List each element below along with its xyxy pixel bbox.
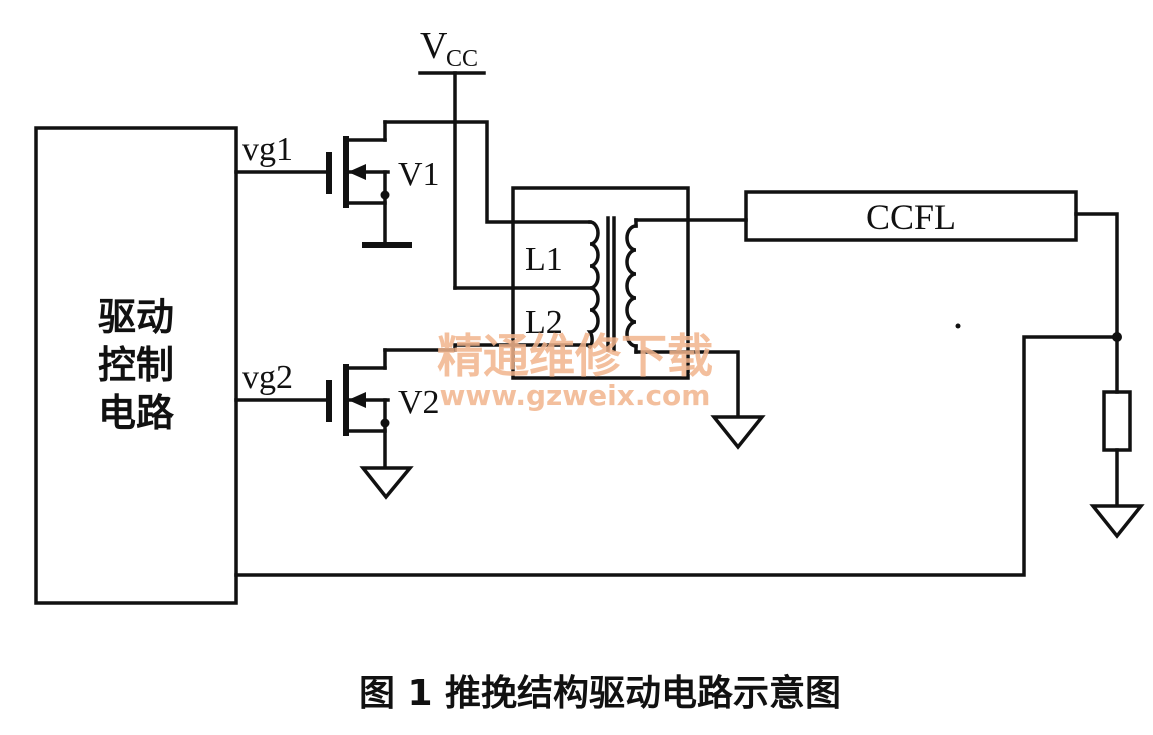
- ground-symbol-resistor: [1089, 504, 1145, 539]
- ground-symbol-v2: [359, 466, 414, 500]
- secondary-winding: [625, 224, 638, 348]
- sense-resistor: [1102, 390, 1132, 452]
- watermark-cn: 精通维修下载: [437, 329, 713, 383]
- watermark-url: www.gzweix.com: [440, 379, 711, 412]
- drive-control-block: [34, 126, 238, 605]
- ccfl-lamp: [744, 190, 1078, 242]
- figure-caption: 图 1 推挽结构驱动电路示意图: [359, 673, 841, 714]
- v1-drain-wire: [383, 120, 592, 224]
- mosfet-v2: [326, 348, 390, 468]
- stray-dot: [955, 323, 961, 329]
- v1-label: V1: [398, 156, 440, 193]
- feedback-wire: [234, 335, 1119, 577]
- l1-label: L1: [525, 241, 563, 278]
- vg2-label: vg2: [242, 359, 293, 396]
- control-label-line2: 控制: [98, 343, 174, 387]
- ground-symbol-transformer: [710, 415, 766, 450]
- l2-label: L2: [525, 304, 563, 341]
- ccfl-return-wire: [1074, 212, 1119, 394]
- secondary-bottom-wire: [634, 350, 740, 417]
- vcc-label: V: [420, 25, 448, 67]
- mosfet-v1: [326, 120, 412, 248]
- ccfl-label: CCFL: [866, 197, 956, 237]
- vg1-label: vg1: [242, 131, 293, 168]
- primary-winding: [586, 220, 600, 350]
- transformer-box: [511, 186, 690, 380]
- v2-label: V2: [398, 384, 440, 421]
- v2-drain-wire: [383, 343, 592, 352]
- control-label-line1: 驱动: [98, 295, 174, 339]
- vcc-subscript: CC: [446, 46, 478, 72]
- control-label-line3: 电路: [98, 391, 175, 435]
